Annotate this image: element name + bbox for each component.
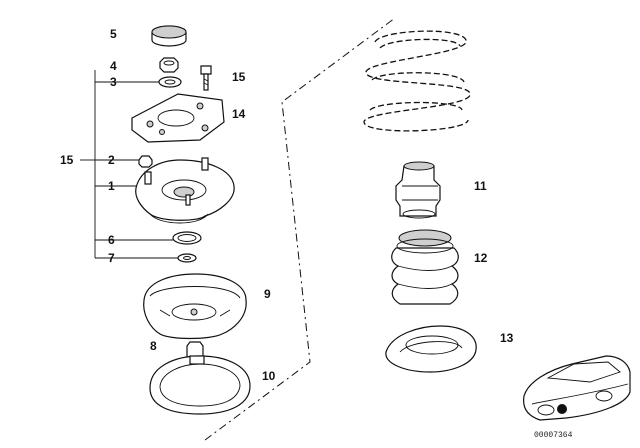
label-13: 13 bbox=[500, 331, 514, 345]
label-11: 11 bbox=[474, 179, 487, 193]
label-4: 4 bbox=[110, 59, 117, 73]
small-nut-part[interactable] bbox=[138, 155, 153, 168]
label-12: 12 bbox=[474, 251, 488, 265]
label-8: 8 bbox=[150, 339, 157, 353]
cap-part[interactable] bbox=[151, 25, 187, 47]
nut-part[interactable] bbox=[159, 57, 179, 73]
label-14: 14 bbox=[232, 107, 246, 121]
ring-part[interactable] bbox=[172, 231, 202, 245]
dust-boot-part[interactable] bbox=[391, 229, 459, 305]
lower-spring-pad-part[interactable] bbox=[385, 325, 477, 373]
washer-small-part[interactable] bbox=[177, 253, 197, 263]
label-3: 3 bbox=[110, 75, 117, 89]
location-marker-icon bbox=[557, 404, 567, 414]
strut-mount-part[interactable] bbox=[135, 157, 235, 224]
dashed-outline bbox=[204, 17, 396, 441]
vehicle-thumbnail bbox=[523, 355, 631, 421]
coil-spring-part[interactable] bbox=[363, 30, 471, 132]
label-15-bolt: 15 bbox=[232, 70, 246, 84]
label-7: 7 bbox=[108, 251, 115, 265]
washer-part[interactable] bbox=[158, 76, 182, 88]
isolator-ring-part[interactable] bbox=[149, 355, 251, 415]
upper-spring-seat-part[interactable] bbox=[143, 273, 247, 340]
label-1: 1 bbox=[108, 179, 115, 193]
label-2: 2 bbox=[108, 153, 115, 167]
diagram-code: 00007364 bbox=[534, 431, 573, 440]
label-10: 10 bbox=[262, 369, 276, 383]
reinforcement-plate-part[interactable] bbox=[131, 93, 225, 143]
label-5: 5 bbox=[110, 27, 117, 41]
label-6: 6 bbox=[108, 233, 115, 247]
bump-stop-part[interactable] bbox=[395, 161, 441, 219]
label-15-assembly: 15 bbox=[60, 153, 74, 167]
bolt-part[interactable] bbox=[200, 65, 212, 91]
label-9: 9 bbox=[264, 287, 271, 301]
assembly-bracket bbox=[80, 70, 180, 259]
